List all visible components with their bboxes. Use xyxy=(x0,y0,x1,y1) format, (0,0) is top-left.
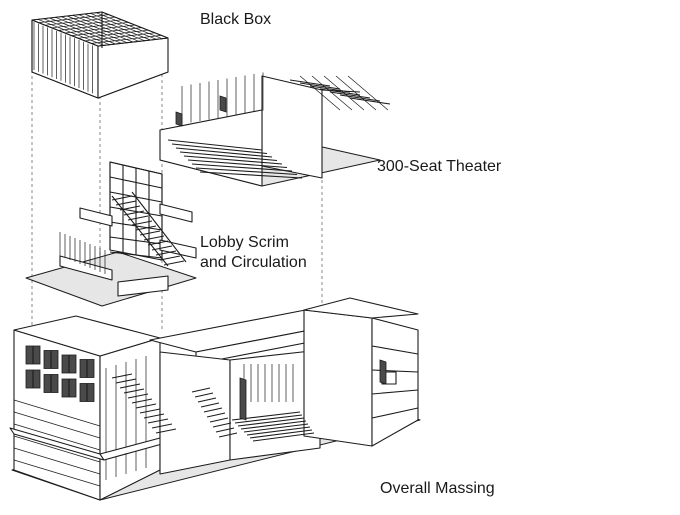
label-lobby-line1: Lobby Scrim xyxy=(200,234,289,251)
label-lobby-line2: and Circulation xyxy=(200,254,307,271)
lobby-volume xyxy=(25,161,197,307)
black-box-volume xyxy=(31,11,169,99)
massing-volume xyxy=(9,297,421,501)
label-theater: 300-Seat Theater xyxy=(377,158,502,175)
label-black-box: Black Box xyxy=(200,11,272,28)
label-massing: Overall Massing xyxy=(380,480,495,497)
theater-volume xyxy=(159,72,391,187)
